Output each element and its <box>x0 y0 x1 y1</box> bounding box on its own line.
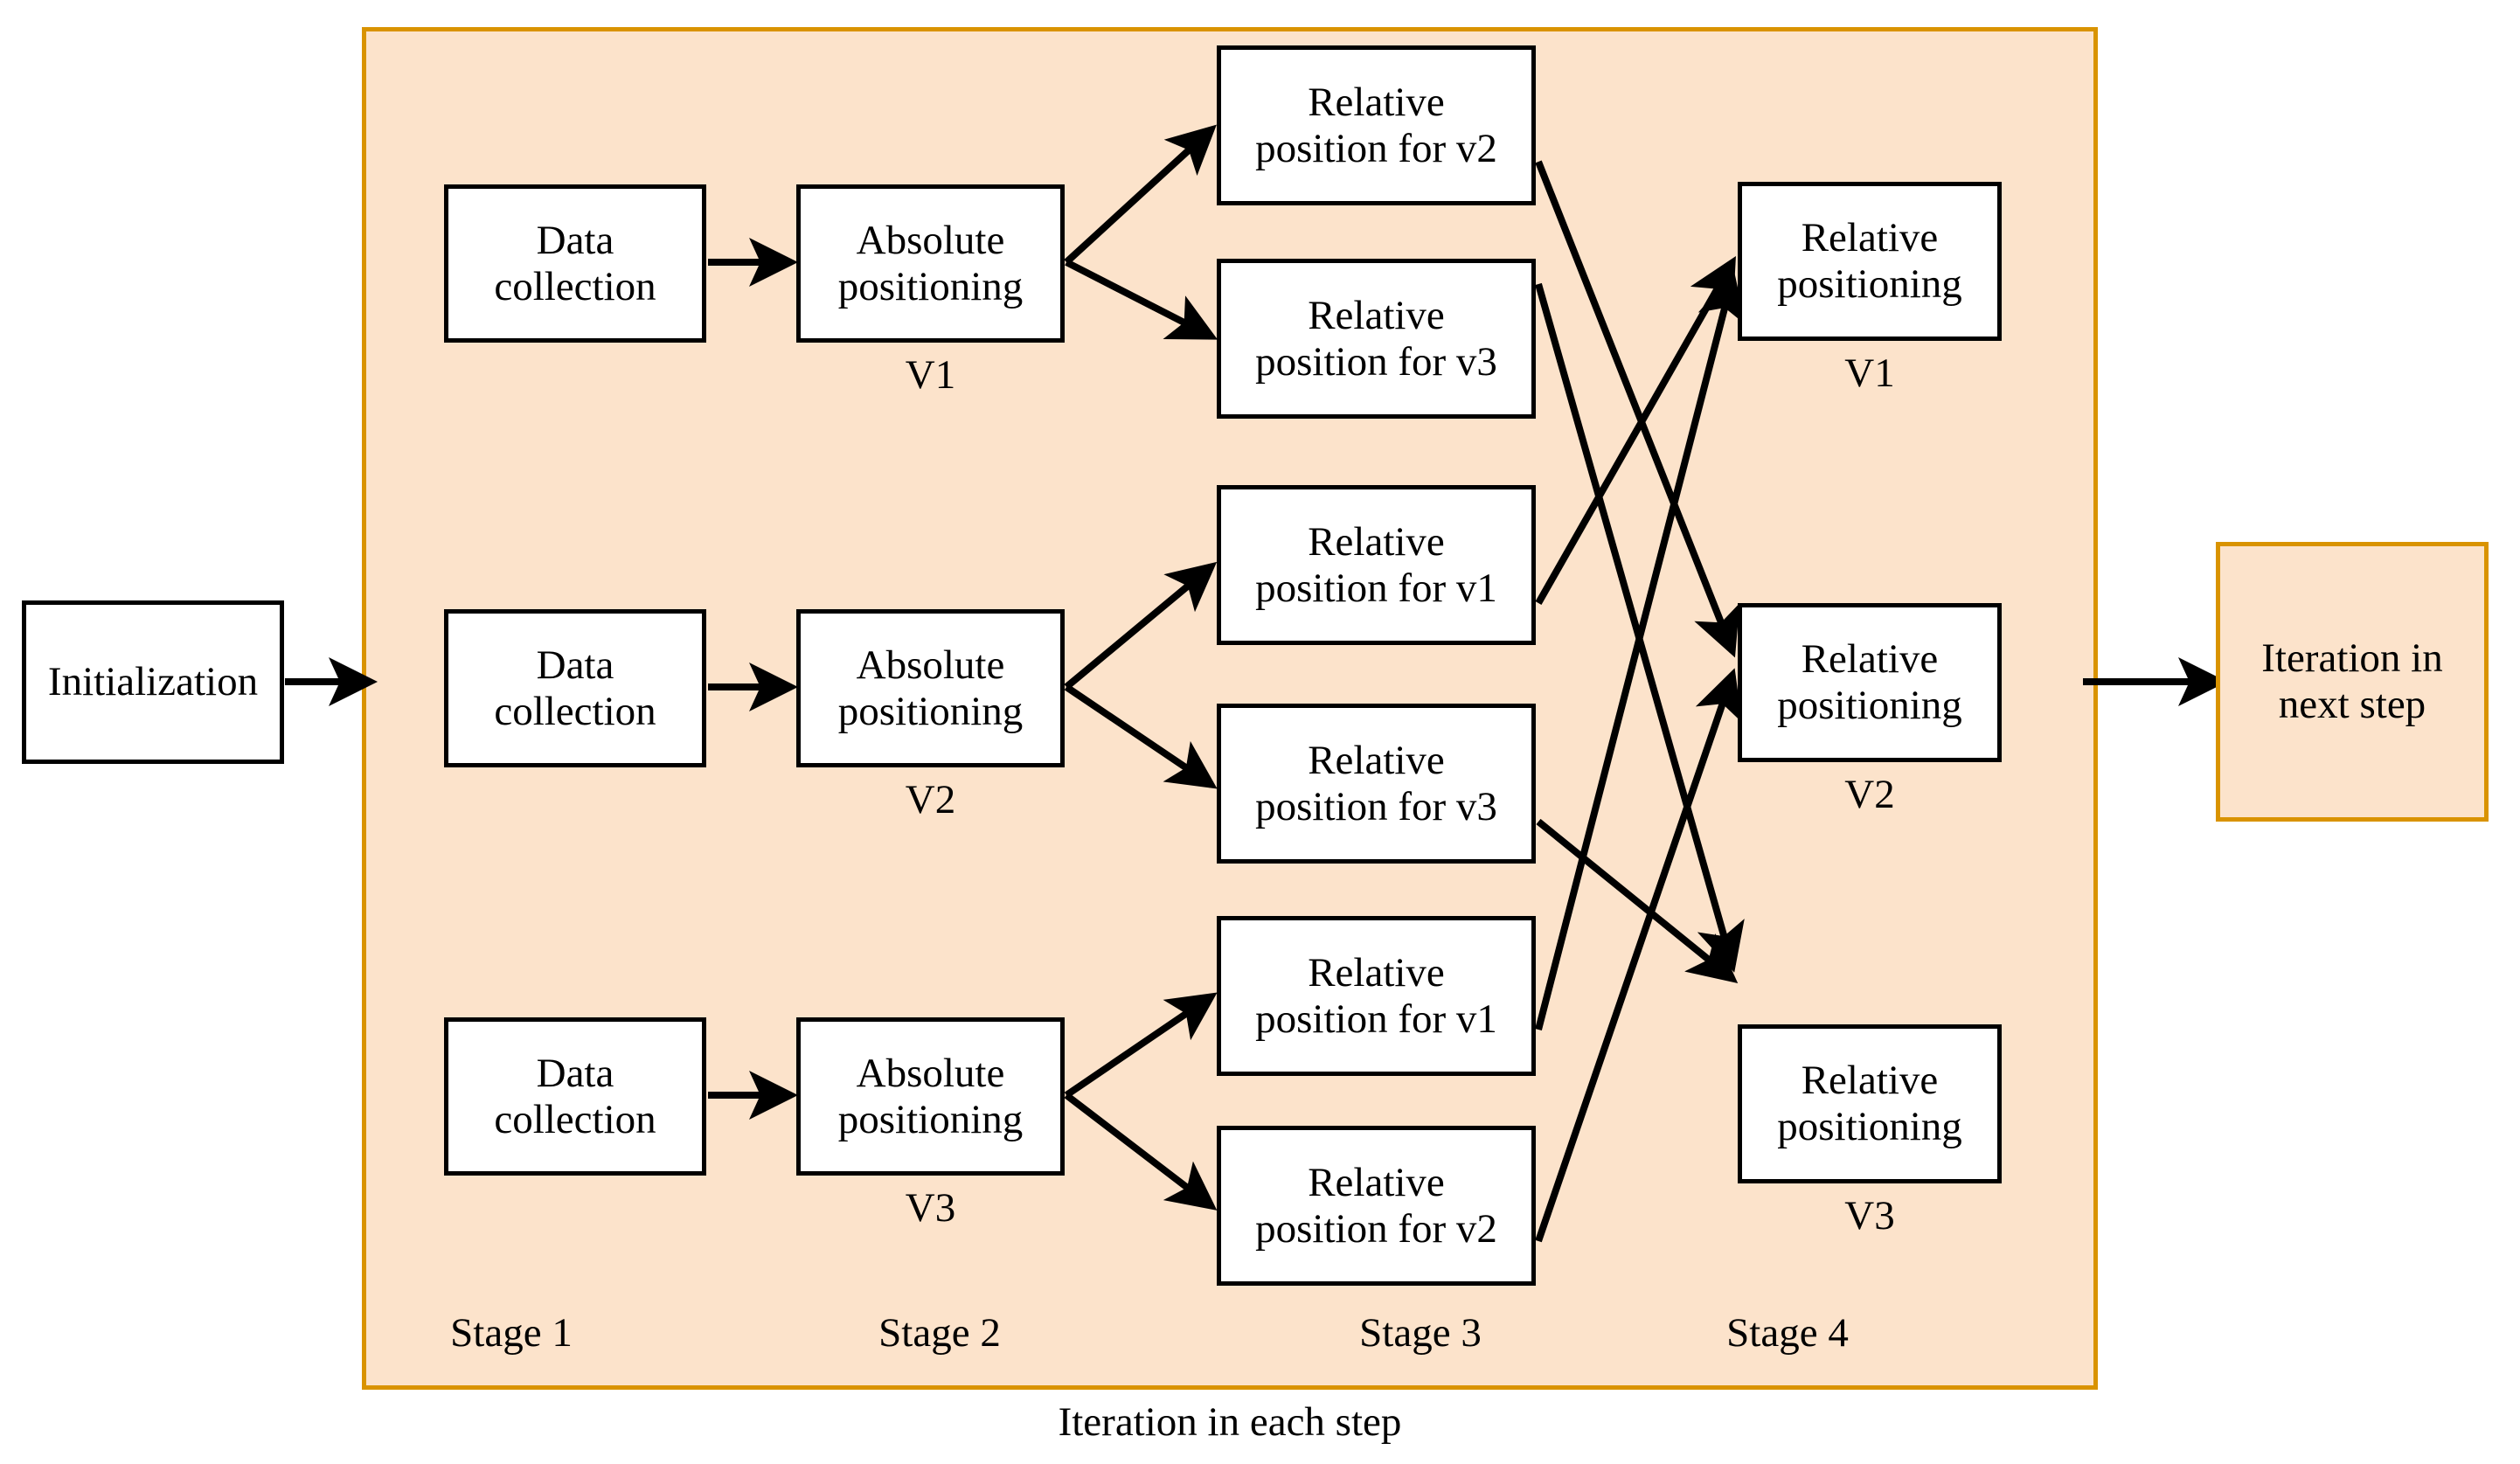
node-relative-position-1-line1: Relative <box>1308 79 1445 125</box>
stage-label-1: Stage 1 <box>450 1310 573 1356</box>
node-absolute-positioning-v2-line1: Absolute <box>856 642 1005 688</box>
node-relative-position-4[interactable]: Relative position for v3 <box>1217 704 1536 864</box>
node-absolute-positioning-v3-line1: Absolute <box>856 1050 1005 1096</box>
node-data-collection-2[interactable]: Data collection <box>444 609 706 767</box>
node-relative-position-2[interactable]: Relative position for v3 <box>1217 259 1536 419</box>
node-data-collection-1-line2: collection <box>494 263 656 309</box>
sublabel-stage2-v1: V1 <box>905 352 956 398</box>
node-relative-positioning-v2-line2: positioning <box>1777 683 1962 728</box>
node-data-collection-1[interactable]: Data collection <box>444 184 706 343</box>
node-data-collection-3[interactable]: Data collection <box>444 1017 706 1176</box>
node-relative-position-6-line1: Relative <box>1308 1159 1445 1205</box>
node-data-collection-2-line2: collection <box>494 688 656 734</box>
node-relative-position-3-line2: position for v1 <box>1255 565 1497 611</box>
node-relative-position-3-line1: Relative <box>1308 518 1445 565</box>
node-data-collection-3-line2: collection <box>494 1096 656 1142</box>
node-relative-positioning-v3[interactable]: Relative positioning <box>1738 1024 2002 1183</box>
stage-label-2: Stage 2 <box>878 1310 1001 1356</box>
sublabel-stage4-v1: V1 <box>1844 350 1895 396</box>
node-relative-position-1-line2: position for v2 <box>1255 125 1497 171</box>
node-data-collection-3-line1: Data <box>536 1050 614 1096</box>
node-relative-position-4-line2: position for v3 <box>1255 783 1497 829</box>
node-absolute-positioning-v2-line2: positioning <box>837 688 1024 734</box>
sublabel-stage2-v2: V2 <box>905 777 956 822</box>
node-relative-position-1[interactable]: Relative position for v2 <box>1217 45 1536 205</box>
node-data-collection-1-line1: Data <box>536 217 614 263</box>
node-relative-positioning-v1-line1: Relative <box>1801 215 1939 261</box>
node-iteration-next-step-line2: next step <box>2278 682 2426 727</box>
sublabel-stage2-v3: V3 <box>905 1185 956 1231</box>
node-absolute-positioning-v1-line1: Absolute <box>856 217 1005 263</box>
node-relative-position-2-line2: position for v3 <box>1255 338 1497 385</box>
node-relative-positioning-v2-line1: Relative <box>1801 636 1939 683</box>
node-relative-positioning-v2[interactable]: Relative positioning <box>1738 603 2002 762</box>
node-relative-position-4-line1: Relative <box>1308 737 1445 783</box>
node-relative-position-5-line2: position for v1 <box>1255 996 1497 1042</box>
node-absolute-positioning-v2[interactable]: Absolute positioning <box>796 609 1065 767</box>
node-relative-position-6-line2: position for v2 <box>1255 1205 1497 1252</box>
sublabel-stage4-v3: V3 <box>1844 1193 1895 1239</box>
node-relative-position-6[interactable]: Relative position for v2 <box>1217 1126 1536 1286</box>
node-iteration-next-step[interactable]: Iteration in next step <box>2216 542 2489 822</box>
node-relative-positioning-v3-line1: Relative <box>1801 1058 1939 1104</box>
node-absolute-positioning-v1[interactable]: Absolute positioning <box>796 184 1065 343</box>
node-iteration-next-step-line1: Iteration in <box>2261 635 2443 682</box>
node-relative-position-5[interactable]: Relative position for v1 <box>1217 916 1536 1076</box>
node-absolute-positioning-v1-line2: positioning <box>837 263 1024 309</box>
node-initialization[interactable]: Initialization <box>22 600 284 764</box>
node-absolute-positioning-v3[interactable]: Absolute positioning <box>796 1017 1065 1176</box>
node-relative-positioning-v1-line2: positioning <box>1777 261 1962 307</box>
node-relative-position-3[interactable]: Relative position for v1 <box>1217 485 1536 645</box>
node-initialization-label: Initialization <box>47 659 259 705</box>
stage-label-3: Stage 3 <box>1359 1310 1482 1356</box>
stage-label-4: Stage 4 <box>1726 1310 1849 1356</box>
node-relative-position-2-line1: Relative <box>1308 292 1445 338</box>
diagram-caption: Iteration in each step <box>1058 1399 1402 1445</box>
sublabel-stage4-v2: V2 <box>1844 772 1895 817</box>
node-relative-positioning-v1[interactable]: Relative positioning <box>1738 182 2002 341</box>
node-relative-positioning-v3-line2: positioning <box>1777 1104 1962 1149</box>
node-relative-position-5-line1: Relative <box>1308 949 1445 996</box>
node-absolute-positioning-v3-line2: positioning <box>837 1096 1024 1142</box>
node-data-collection-2-line1: Data <box>536 642 614 688</box>
